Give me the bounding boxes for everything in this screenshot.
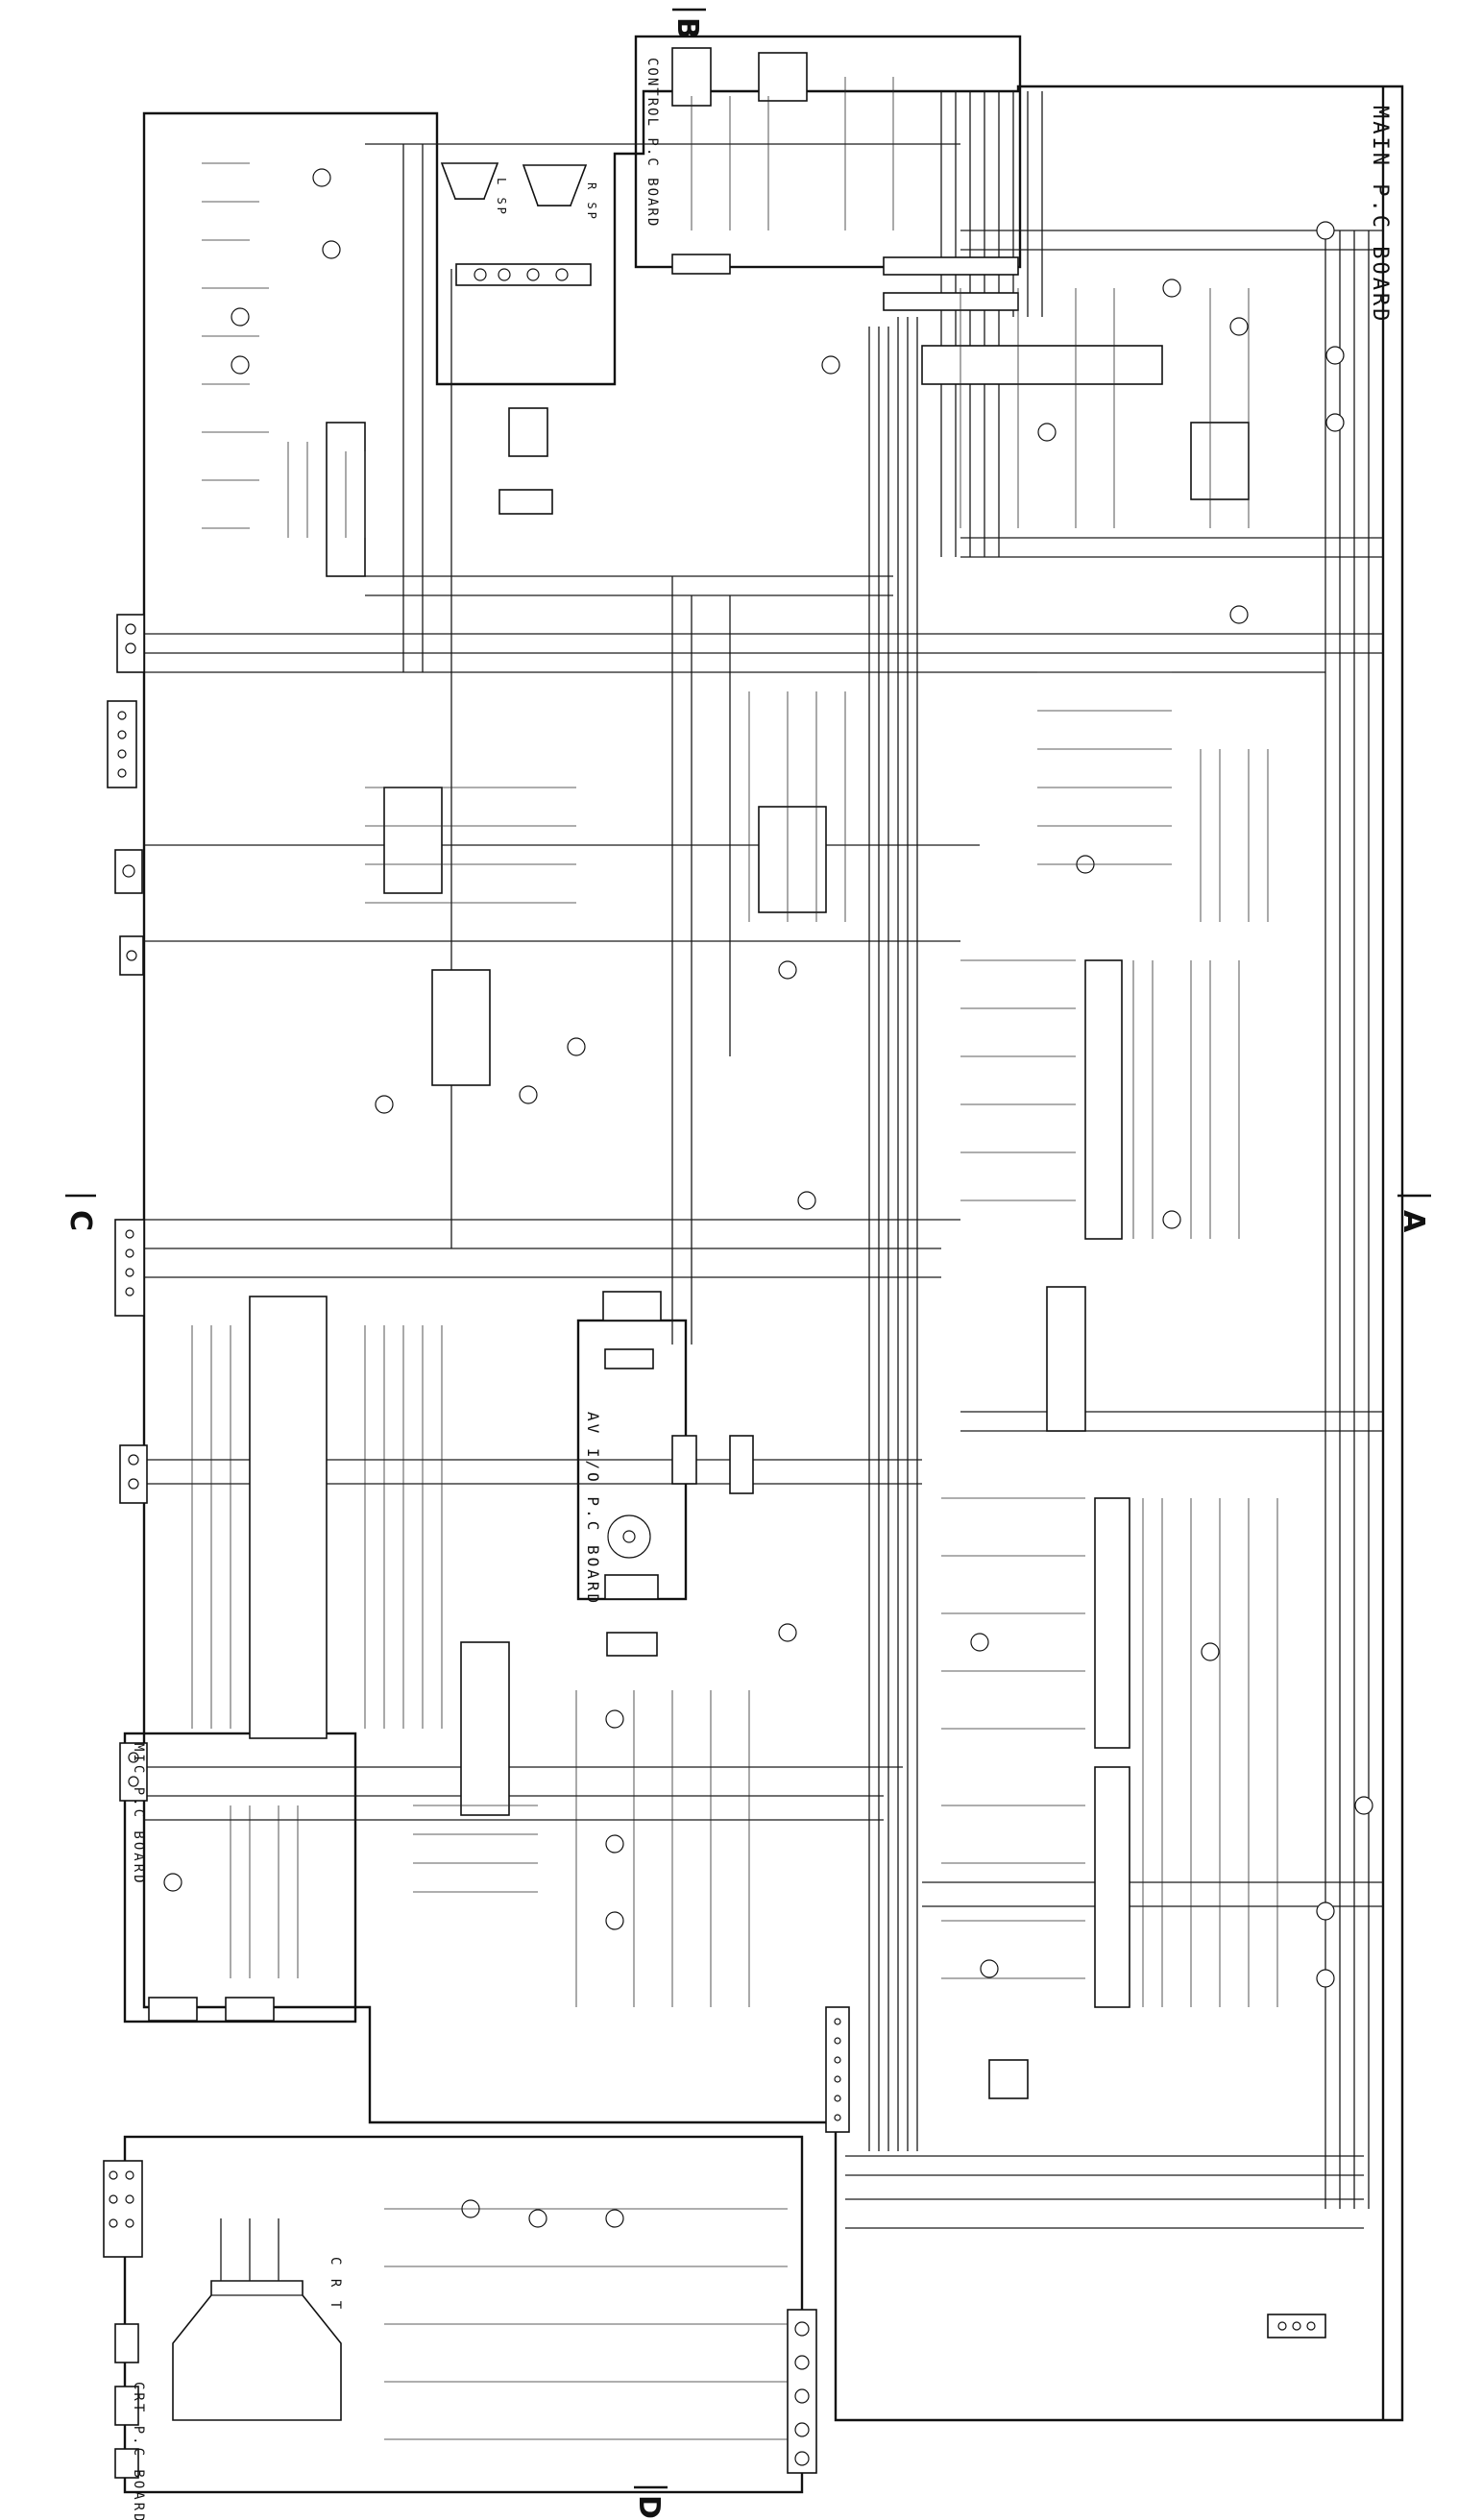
marker-c-text: C — [63, 1210, 97, 1231]
marker-d-text: D — [632, 2495, 666, 2519]
ic-packages — [249, 345, 1250, 2008]
marker-b-text: B — [670, 17, 704, 39]
marker-c: C — [63, 1194, 97, 1231]
main-board-outline — [142, 85, 1404, 2422]
crt-board-label: CRT P.C BOARD — [131, 2382, 146, 2520]
edge-connectors — [103, 47, 1326, 2479]
av-io-board-label: AV I/O P.C BOARD — [584, 1412, 602, 1606]
speaker-right-label: R SP — [585, 182, 598, 222]
mic-board-outline — [123, 1732, 357, 2023]
marker-a: A — [1397, 1194, 1431, 1233]
marker-b: B — [670, 8, 706, 39]
control-board-outline — [634, 35, 1022, 269]
crt-tube-symbol — [172, 2218, 342, 2421]
passive-components — [191, 77, 1278, 2440]
speaker-left-symbol — [440, 162, 499, 200]
main-board-label: MAIN P.C BOARD — [1368, 106, 1392, 324]
transistors — [163, 168, 1373, 2228]
speaker-right-symbol — [522, 164, 588, 206]
mic-board-label: MIC P.C BOARD — [131, 1743, 146, 1886]
crt-label: C R T — [328, 2257, 343, 2312]
ic-tuner-interface — [249, 1296, 328, 1739]
control-board-label: CONTROL P.C BOARD — [644, 58, 660, 228]
marker-a-text: A — [1397, 1210, 1430, 1233]
marker-d: D — [632, 2485, 668, 2519]
wiring-bus — [144, 91, 1383, 2229]
speaker-left-label: L SP — [495, 178, 508, 217]
